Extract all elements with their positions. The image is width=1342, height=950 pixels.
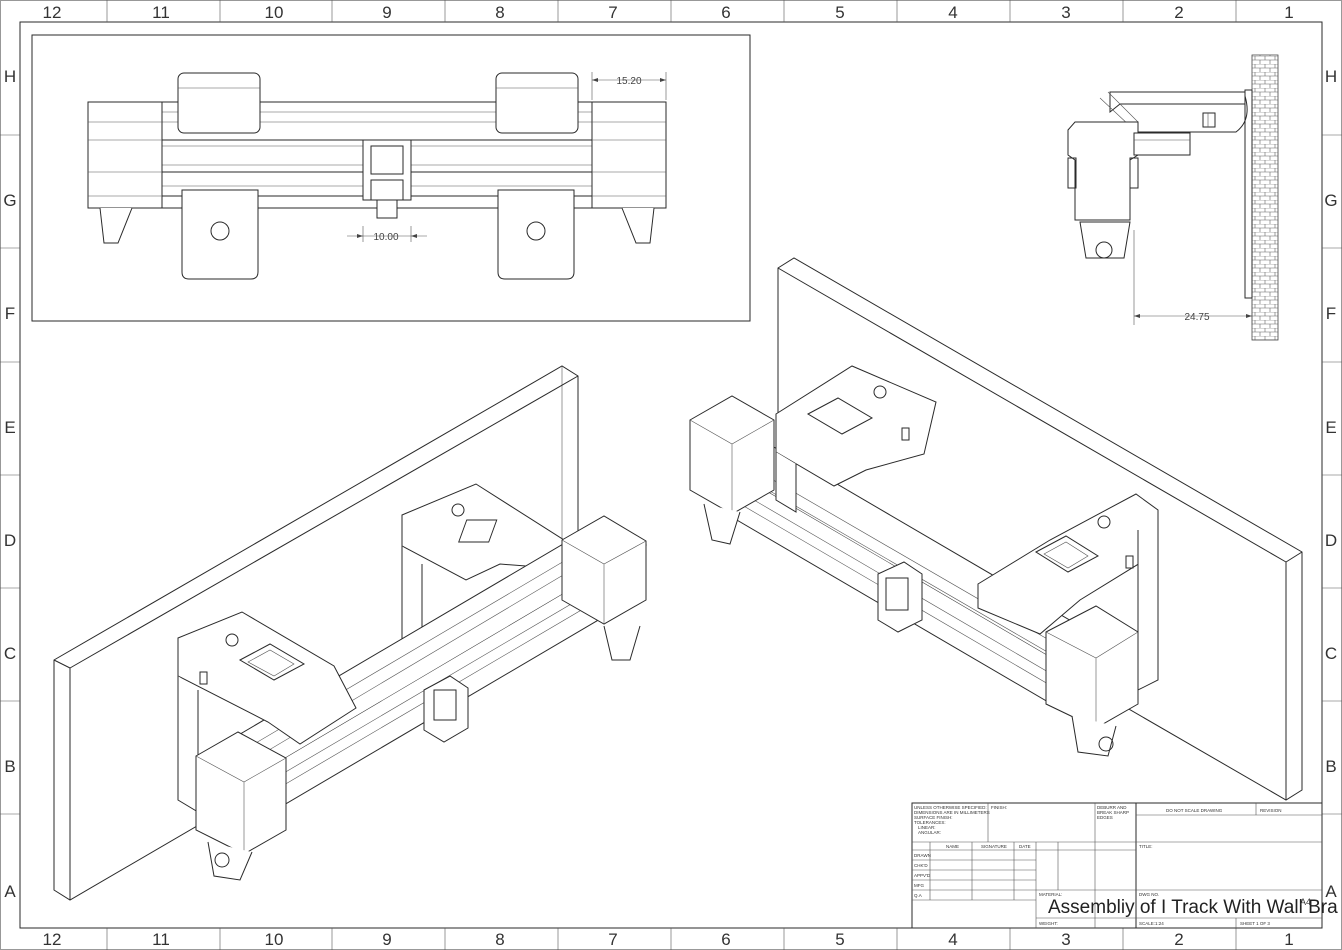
dwg-no-label: DWG NO. xyxy=(1139,892,1159,897)
zone-col-label: 4 xyxy=(948,3,957,22)
deburr-note-line: EDGES xyxy=(1097,815,1113,820)
isometric-view-right xyxy=(689,257,1303,801)
zone-col-label: 6 xyxy=(721,930,730,949)
zone-col-label: 11 xyxy=(152,930,170,949)
zone-col-label: 3 xyxy=(1061,930,1070,949)
approval-row-label: APPV'D xyxy=(914,873,931,878)
approval-row-label: Q.A xyxy=(914,893,922,898)
weight-label: WEIGHT: xyxy=(1039,921,1058,926)
scale-label: SCALE:1:24 xyxy=(1139,921,1164,926)
side-view: 24.75 xyxy=(1067,54,1279,341)
zone-row-label: A xyxy=(1325,882,1337,901)
dimension-label: 15.20 xyxy=(616,76,641,87)
isometric-view-left xyxy=(53,365,647,901)
deburr-note-line: BREAK SHARP xyxy=(1097,810,1129,815)
zone-col-label: 3 xyxy=(1061,3,1070,22)
zone-col-label: 2 xyxy=(1174,3,1183,22)
zone-labels-bottom: 12 11 10 9 8 7 6 5 4 3 2 1 xyxy=(43,930,1294,949)
zone-col-label: 11 xyxy=(152,3,170,22)
zone-row-label: F xyxy=(5,304,15,323)
zone-row-label: B xyxy=(1325,757,1336,776)
zone-row-label: H xyxy=(1325,67,1337,86)
zone-col-label: 10 xyxy=(265,930,284,949)
zone-row-label: A xyxy=(4,882,16,901)
do-not-scale-note: DO NOT SCALE DRAWING xyxy=(1166,808,1223,813)
zone-row-label: E xyxy=(4,418,15,437)
zone-col-label: 1 xyxy=(1284,3,1293,22)
wall-section xyxy=(1251,54,1279,341)
material-label: MATERIAL: xyxy=(1039,892,1062,897)
deburr-note-line: DEBURR AND xyxy=(1097,805,1127,810)
zone-col-label: 8 xyxy=(495,930,504,949)
zone-col-label: 12 xyxy=(43,930,62,949)
zone-col-label: 10 xyxy=(265,3,284,22)
zone-row-label: F xyxy=(1326,304,1336,323)
top-view-frame xyxy=(31,34,751,322)
zone-col-label: 1 xyxy=(1284,930,1293,949)
zone-row-label: H xyxy=(4,67,16,86)
zone-col-label: 2 xyxy=(1174,930,1183,949)
zone-col-label: 5 xyxy=(835,930,844,949)
zone-labels-top: 12 11 10 9 8 7 6 5 4 3 2 1 xyxy=(43,3,1294,22)
tolerance-note-line: ANGULAR: xyxy=(918,830,941,835)
zone-row-label: C xyxy=(1325,644,1337,663)
tolerance-note-line: UNLESS OTHERWISE SPECIFIED: xyxy=(914,805,987,810)
approval-row-label: MFG xyxy=(914,883,924,888)
dimension-label: 10.00 xyxy=(373,232,398,243)
zone-col-label: 12 xyxy=(43,3,62,22)
dimension-label: 24.75 xyxy=(1184,312,1209,323)
title-block: UNLESS OTHERWISE SPECIFIED: DIMENSIONS A… xyxy=(911,802,1338,929)
drawing-title: Assembliy of I Track With Wall Bra xyxy=(1048,897,1338,918)
zone-col-label: 9 xyxy=(382,3,391,22)
zone-row-label: E xyxy=(1325,418,1336,437)
approval-row-label: CHK'D xyxy=(914,863,928,868)
approval-row-label: DRAWN xyxy=(914,853,931,858)
revision-label: REVISION xyxy=(1260,808,1282,813)
zone-col-label: 5 xyxy=(835,3,844,22)
zone-col-label: 6 xyxy=(721,3,730,22)
sheet-size: A4 xyxy=(1300,897,1311,907)
zone-col-label: 4 xyxy=(948,930,957,949)
zone-labels-left: H G F E D C B A xyxy=(3,67,16,901)
tolerance-note-line: TOLERANCES: xyxy=(914,820,946,825)
zone-labels-right: H G F E D C B A xyxy=(1324,67,1337,901)
finish-label: FINISH: xyxy=(991,805,1007,810)
title-label: TITLE: xyxy=(1139,844,1153,849)
zone-row-label: C xyxy=(4,644,16,663)
column-header-name: NAME xyxy=(946,844,959,849)
zone-col-label: 8 xyxy=(495,3,504,22)
tolerance-note-line: LINEAR: xyxy=(918,825,936,830)
zone-col-label: 7 xyxy=(608,930,617,949)
zone-row-label: B xyxy=(4,757,15,776)
zone-row-label: G xyxy=(3,191,16,210)
top-view: 15.20 10.00 xyxy=(31,34,751,322)
zone-col-label: 7 xyxy=(608,3,617,22)
tolerance-note-line: SURFACE FINISH: xyxy=(914,815,953,820)
zone-row-label: G xyxy=(1324,191,1337,210)
zone-col-label: 9 xyxy=(382,930,391,949)
sheet-number-label: SHEET 1 OF 3 xyxy=(1240,921,1270,926)
tolerance-note-line: DIMENSIONS ARE IN MILLIMETERS xyxy=(914,810,990,815)
zone-row-label: D xyxy=(1325,531,1337,550)
column-header-date: DATE xyxy=(1019,844,1031,849)
column-header-signature: SIGNATURE xyxy=(981,844,1007,849)
zone-row-label: D xyxy=(4,531,16,550)
